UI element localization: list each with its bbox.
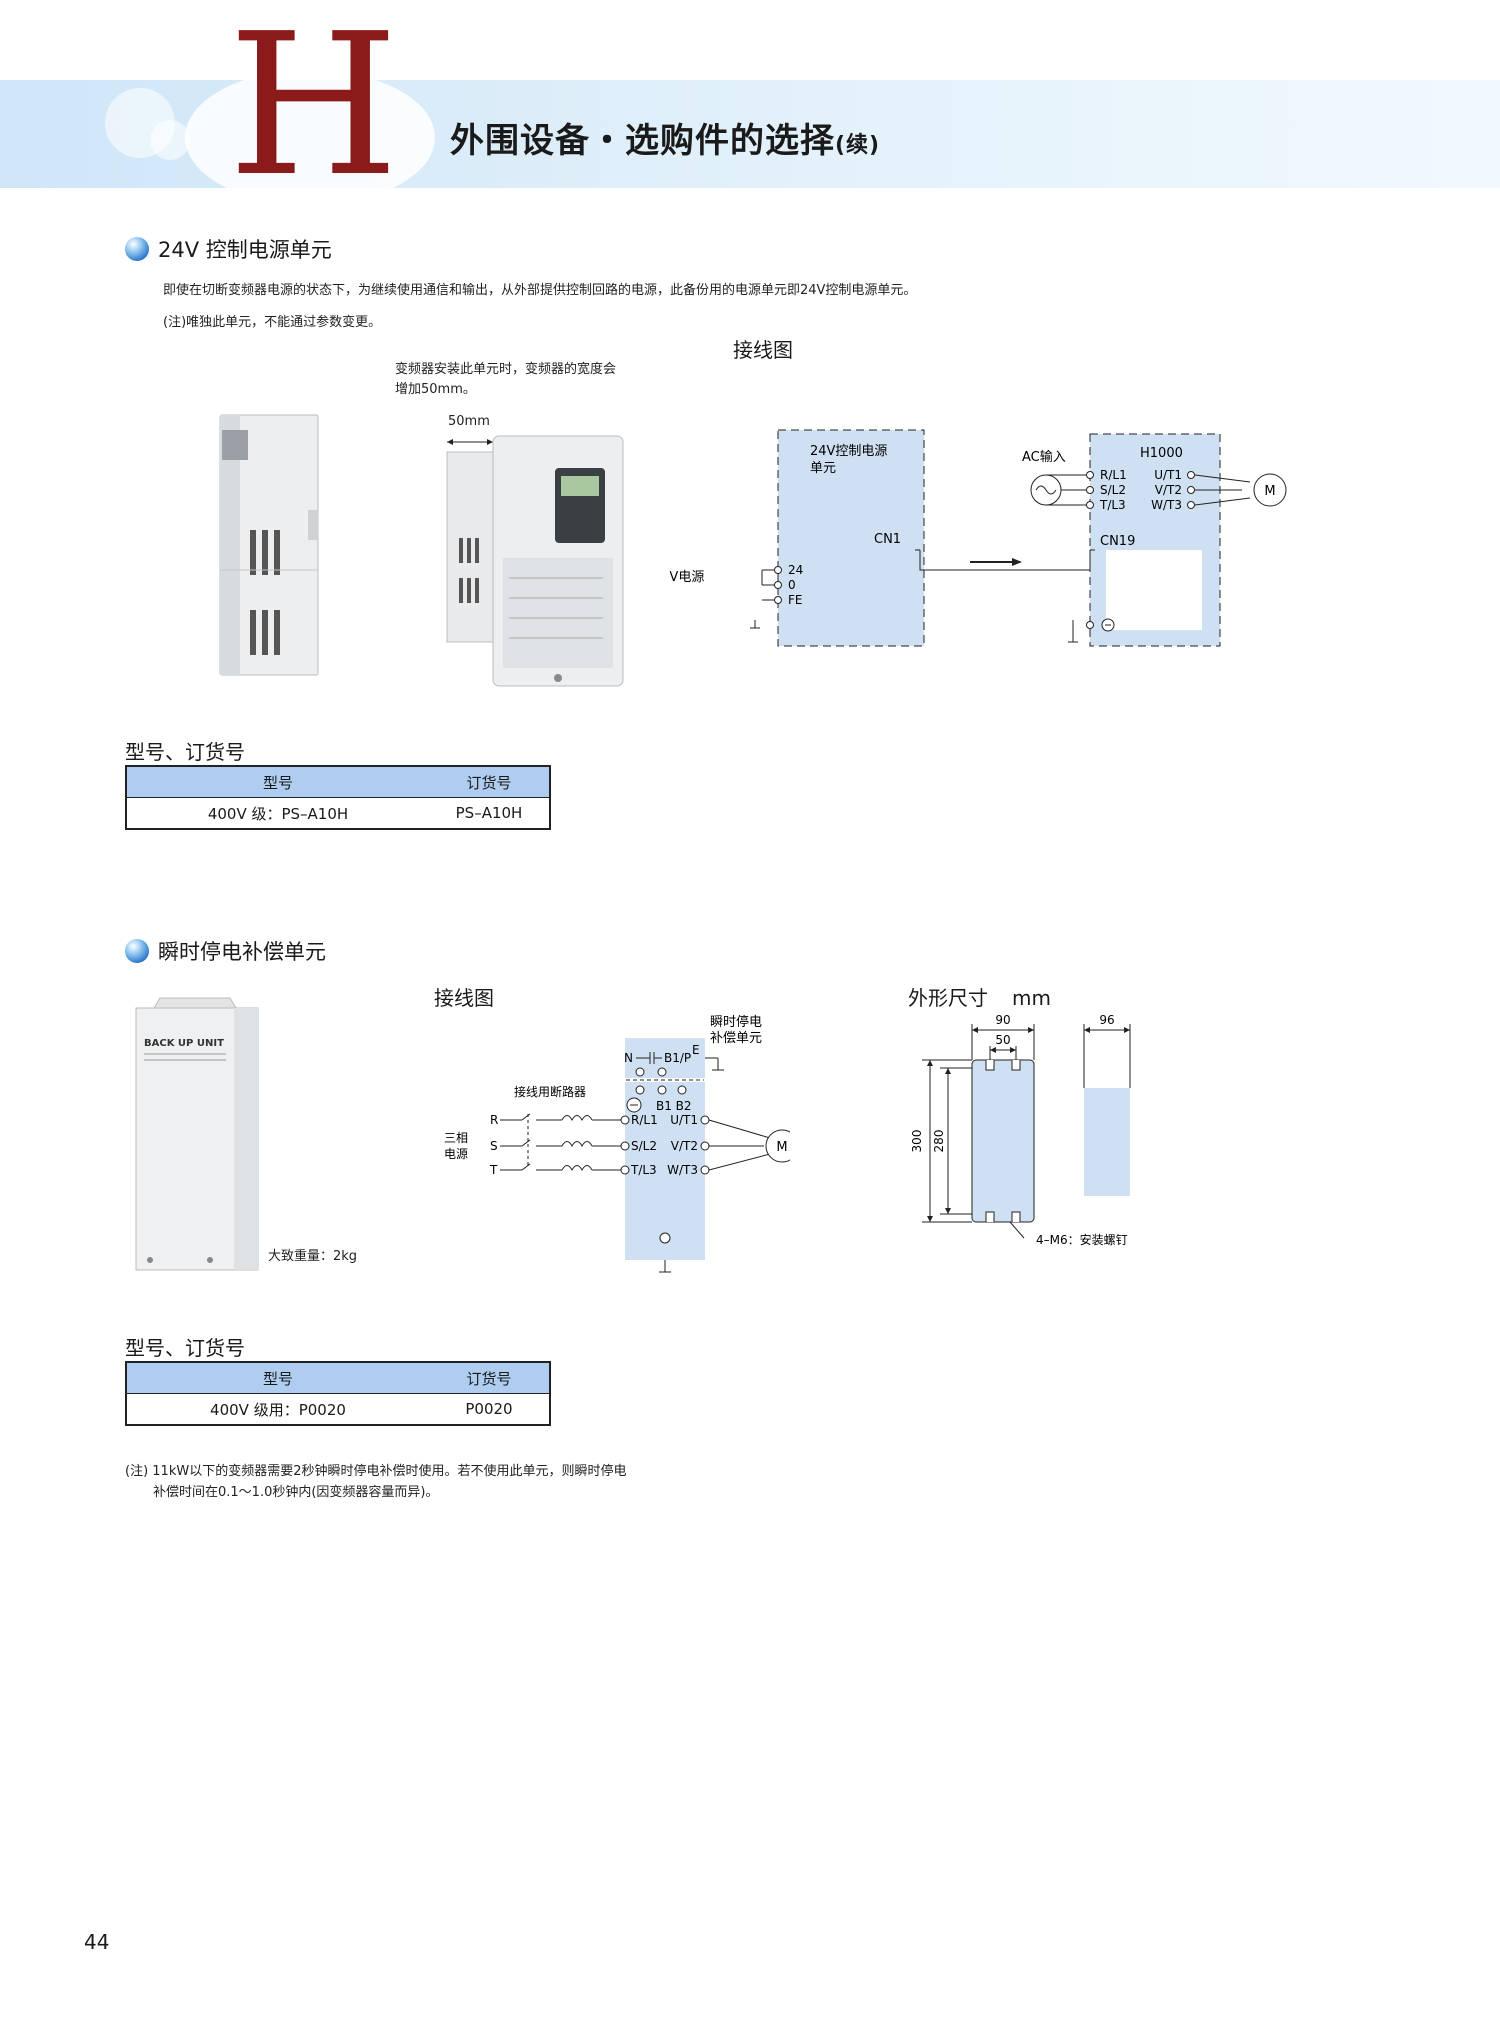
dim-width-outer: 90 <box>995 1013 1010 1027</box>
phase-s: S <box>490 1139 498 1153</box>
supply-label-1: 三相 <box>444 1131 468 1145</box>
backup-label-2: 补偿单元 <box>710 1031 762 1046</box>
bullet-ball-icon <box>125 237 149 261</box>
n-terminal: N <box>624 1051 633 1065</box>
header-band <box>0 70 1500 205</box>
dimension-title: 外形尺寸 mm <box>908 982 1051 1011</box>
out-terminal-2: V/T2 <box>671 1139 698 1153</box>
decor-bubble <box>185 70 435 205</box>
page-number: 44 <box>84 1930 110 1954</box>
control-unit-label-1: 24V控制电源 <box>810 444 887 459</box>
backup-unit-weight: 大致重量：2kg <box>268 1249 358 1264</box>
dim-width-inner: 50 <box>995 1033 1010 1047</box>
cn19-label: CN19 <box>1100 534 1135 549</box>
in-terminal-1: R/L1 <box>631 1113 658 1127</box>
inverter-with-unit-photo <box>446 435 624 687</box>
supply-label-2: 电源 <box>444 1147 468 1161</box>
out-terminal-1: U/T1 <box>670 1113 698 1127</box>
section1-title: 24V 控制电源单元 <box>125 234 332 264</box>
backup-unit-nameplate: BACK UP UNIT <box>144 1038 224 1049</box>
breaker-label: 接线用断路器 <box>514 1084 586 1099</box>
dimension-unit: mm <box>1012 986 1051 1010</box>
b1b2-terminals: B1 B2 <box>656 1099 692 1113</box>
section2-model-heading: 型号、订货号 <box>125 1336 245 1360</box>
section1-description: 即使在切断变频器电源的状态下，为继续使用通信和输出，从外部提供控制回路的电源，此… <box>163 283 917 298</box>
b1p-terminal: B1/P <box>664 1051 691 1065</box>
section2-footnote-line1: (注) 11kW以下的变频器需要2秒钟瞬时停电补偿时使用。若不使用此单元，则瞬时… <box>125 1464 627 1479</box>
in-terminal-2: S/L2 <box>631 1139 657 1153</box>
inverter-box <box>625 1082 705 1260</box>
page-title: 外围设备・选购件的选择(续) <box>450 113 880 162</box>
out-terminal-3: W/T3 <box>667 1163 698 1177</box>
section2-diagram-title: 接线图 <box>434 986 494 1010</box>
dim-depth: 96 <box>1099 1013 1114 1027</box>
control-unit-box <box>778 430 924 646</box>
section1-model-heading: 型号、订货号 <box>125 740 245 764</box>
page-title-text: 外围设备・选购件的选择 <box>450 121 835 161</box>
section1-title-text: 24V 控制电源单元 <box>158 238 332 262</box>
table-cell-model: 400V 级用：P0020 <box>125 1393 429 1426</box>
page-title-suffix: (续) <box>835 133 881 158</box>
table-header-order: 订货号 <box>429 765 551 798</box>
table-header-row: 型号 订货号 <box>125 765 551 798</box>
in-terminal-1: R/L1 <box>1100 468 1127 482</box>
in-terminal-3: T/L3 <box>1099 498 1126 512</box>
width-increase-label: 50mm <box>448 414 490 429</box>
out-terminal-3: W/T3 <box>1151 498 1182 512</box>
backup-unit-photo: BACK UP UNIT <box>135 997 259 1271</box>
section2-title: 瞬时停电补偿单元 <box>125 936 326 966</box>
table-row: 400V 级：PS–A10H PS–A10H <box>125 797 551 830</box>
power-terminal-fe: FE <box>788 593 802 607</box>
control-power-unit-photo <box>219 414 319 676</box>
out-terminal-1: U/T1 <box>1154 468 1182 482</box>
cn1-label: CN1 <box>874 532 901 547</box>
section2-title-text: 瞬时停电补偿单元 <box>158 940 326 964</box>
motor-label: M <box>1264 484 1275 499</box>
dim-height-inner: 280 <box>932 1130 946 1153</box>
table-cell-order: PS–A10H <box>429 797 551 830</box>
section2-footnote-line2: 补偿时间在0.1～1.0秒钟内(因变频器容量而异)。 <box>153 1485 439 1500</box>
table-cell-order: P0020 <box>429 1393 551 1426</box>
control-unit-label-2: 单元 <box>810 461 836 476</box>
motor-label: M <box>776 1140 787 1155</box>
screw-note: 4–M6：安装螺钉 <box>1036 1232 1128 1247</box>
photo-caption-line2: 增加50mm。 <box>395 382 476 397</box>
bullet-ball-icon <box>125 939 149 963</box>
side-view-box <box>1084 1088 1130 1196</box>
dim-height-outer: 300 <box>910 1130 924 1153</box>
phase-r: R <box>490 1113 498 1127</box>
table-header-row: 型号 订货号 <box>125 1361 551 1394</box>
e-terminal: E <box>692 1043 700 1057</box>
table-header-model: 型号 <box>125 765 429 798</box>
in-terminal-3: T/L3 <box>630 1163 657 1177</box>
table-row: 400V 级用：P0020 P0020 <box>125 1393 551 1426</box>
inverter-label: H1000 <box>1140 446 1183 461</box>
table-cell-model: 400V 级：PS–A10H <box>125 797 429 830</box>
power-terminal-0: 0 <box>788 578 796 592</box>
section1-note: (注)唯独此单元，不能通过参数变更。 <box>163 315 382 330</box>
power-label: +24V电源 <box>670 570 704 585</box>
dimension-title-text: 外形尺寸 <box>908 986 988 1010</box>
backup-label-1: 瞬时停电 <box>710 1014 762 1030</box>
section1-wiring-diagram: 24V控制电源 单元 CN1 H1000 AC输入 R/L1 S/L2 T/L3… <box>670 429 1287 647</box>
photo-caption-line1: 变频器安装此单元时，变频器的宽度会 <box>395 362 617 377</box>
section1-model-table: 型号 订货号 400V 级：PS–A10H PS–A10H <box>125 765 551 830</box>
in-terminal-2: S/L2 <box>1100 483 1126 497</box>
section2-wiring-diagram: 瞬时停电 补偿单元 N B1/P E B1 B2 接线用断路器 三相 电源 R … <box>444 1014 790 1273</box>
power-terminal-24: 24 <box>788 563 803 577</box>
table-header-order: 订货号 <box>429 1361 551 1394</box>
section1-diagram-title: 接线图 <box>733 338 793 362</box>
table-header-model: 型号 <box>125 1361 429 1394</box>
dimension-drawing: 90 50 300 280 96 4–M6：安装螺钉 <box>910 1013 1131 1247</box>
decor-bubble <box>150 120 190 160</box>
section2-model-table: 型号 订货号 400V 级用：P0020 P0020 <box>125 1361 551 1426</box>
chapter-letter: H <box>228 0 399 220</box>
ac-input-label: AC输入 <box>1022 449 1066 465</box>
out-terminal-2: V/T2 <box>1155 483 1182 497</box>
phase-t: T <box>489 1163 498 1177</box>
